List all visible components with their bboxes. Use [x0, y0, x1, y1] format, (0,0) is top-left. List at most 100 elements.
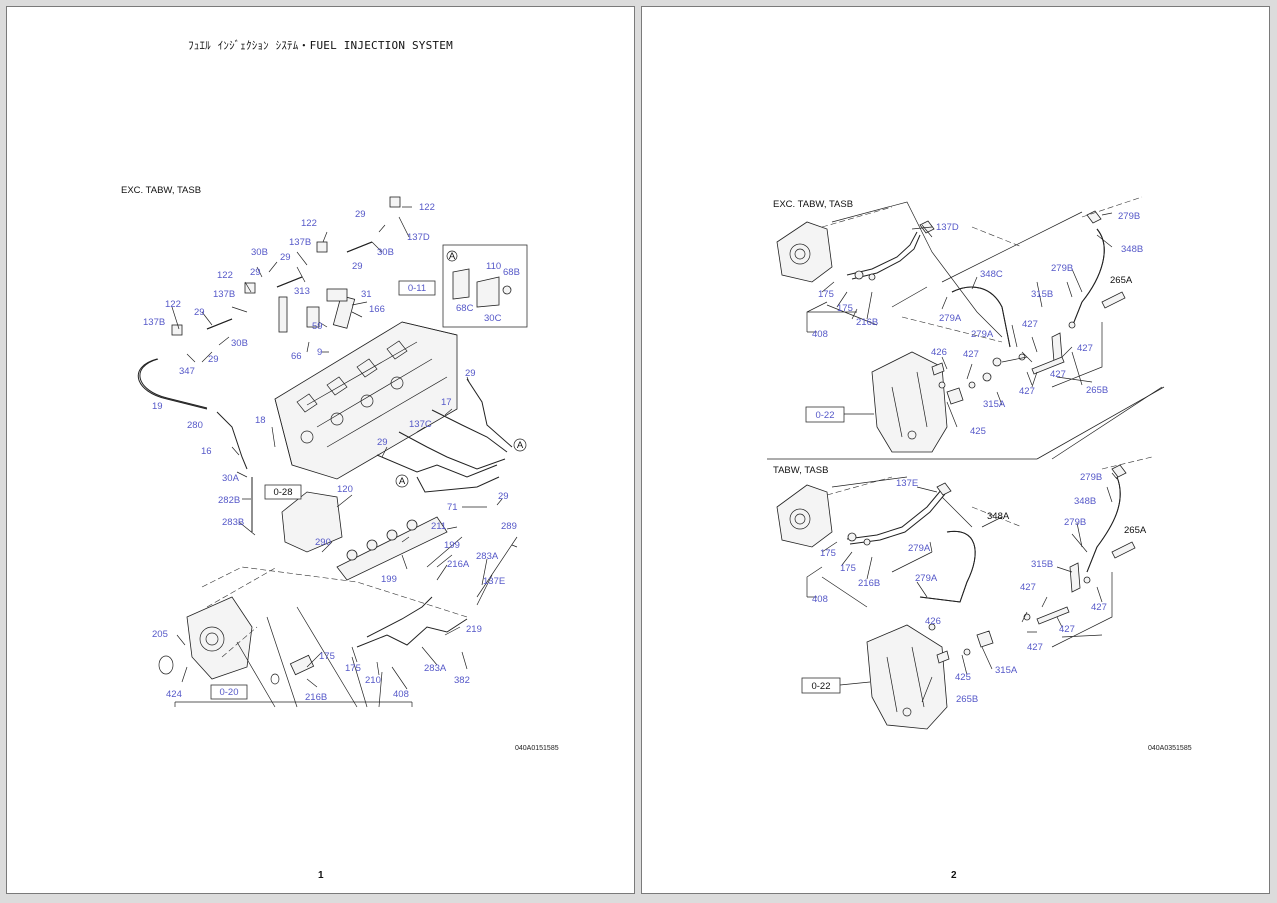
part-label: 283A — [424, 663, 447, 674]
part-label: 19 — [152, 401, 163, 412]
part-label: 265B — [1086, 385, 1108, 396]
part-label: 265A — [1124, 525, 1147, 536]
part-label: 425 — [970, 426, 986, 437]
part-label: 137D — [407, 232, 430, 243]
part-label: 283B — [222, 517, 244, 528]
part-label: 348C — [980, 269, 1003, 280]
part-label: 315A — [995, 665, 1018, 676]
part-label: 348B — [1121, 244, 1143, 255]
detail-marker: A — [449, 251, 456, 262]
part-labels: 122 137D 29 30B 122 137B 29 30B 29 313 1… — [143, 202, 520, 703]
part-label: 68B — [503, 267, 520, 278]
variant-label-a: EXC. TABW, TASB — [773, 199, 854, 210]
part-label: 30B — [377, 247, 394, 258]
part-label: 30C — [484, 313, 502, 324]
part-label: 313 — [294, 286, 310, 297]
part-label: 68C — [456, 303, 474, 314]
part-label: 427 — [1050, 369, 1066, 380]
section-b-refs: 0-22 — [801, 677, 871, 694]
part-label: 279B — [1118, 211, 1140, 222]
part-label: 29 — [208, 354, 219, 365]
part-label: 175 — [840, 563, 856, 574]
svg-text:A: A — [517, 440, 524, 451]
part-label: 18 — [255, 415, 266, 426]
part-label: 427 — [963, 349, 979, 360]
part-label: 426 — [931, 347, 947, 358]
part-label: 199 — [444, 540, 460, 551]
part-label: 29 — [194, 307, 205, 318]
part-label: 29 — [352, 261, 363, 272]
ref-box: 0-22 — [811, 681, 830, 692]
part-label: 279A — [908, 543, 931, 554]
page-2: EXC. TABW, TASB TABW, TASB — [641, 6, 1270, 894]
reference-boxes: 0-11 0-28 0-20 — [210, 280, 436, 700]
part-label: 279B — [1051, 263, 1073, 274]
part-label: 427 — [1022, 319, 1038, 330]
page-number: 2 — [951, 870, 957, 881]
part-label: 427 — [1020, 582, 1036, 593]
section-b-drawing — [776, 464, 1136, 730]
part-label: 408 — [812, 329, 828, 340]
part-label: 290 — [315, 537, 331, 548]
part-label: 205 — [152, 629, 168, 640]
leader-lines — [171, 206, 518, 708]
part-label: 16 — [201, 446, 212, 457]
part-label: 219 — [466, 624, 482, 635]
part-label: 30B — [231, 338, 248, 349]
part-label: 279B — [1064, 517, 1086, 528]
part-label: 175 — [837, 303, 853, 314]
section-b-labels: 137E 279B 348B 348A 279B 265A 175 279A 1… — [812, 472, 1147, 705]
part-label: 424 — [166, 689, 182, 700]
part-label: 199 — [381, 574, 397, 585]
part-label: 29 — [498, 491, 509, 502]
svg-text:A: A — [399, 476, 406, 487]
part-label: 315B — [1031, 559, 1053, 570]
page-number: 1 — [318, 870, 324, 881]
section-b-leaders — [806, 456, 1153, 703]
part-label: 210 — [365, 675, 381, 686]
part-label: 216A — [447, 559, 470, 570]
part-label: 175 — [820, 548, 836, 559]
part-label: 216B — [856, 317, 878, 328]
part-label: 279A — [915, 573, 938, 584]
part-label: 137E — [483, 576, 505, 587]
part-label: 29 — [250, 267, 261, 278]
common-rail-and-pump — [158, 491, 468, 685]
part-label: 120 — [337, 484, 353, 495]
section-markers: A A — [395, 438, 527, 488]
part-label: 347 — [179, 366, 195, 377]
part-label: 9 — [317, 347, 322, 358]
part-label: 66 — [291, 351, 302, 362]
ref-box: 0-20 — [219, 687, 238, 698]
part-label: 216B — [858, 578, 880, 589]
part-label: 425 — [955, 672, 971, 683]
part-label: 30B — [251, 247, 268, 258]
part-label: 175 — [319, 651, 335, 662]
part-label: 282B — [218, 495, 240, 506]
part-label: 280 — [187, 420, 203, 431]
part-label: 122 — [165, 299, 181, 310]
variant-label-b: TABW, TASB — [773, 465, 829, 476]
part-label: 265B — [956, 694, 978, 705]
part-label: 265A — [1110, 275, 1133, 286]
part-label: 315B — [1031, 289, 1053, 300]
part-label: 29 — [280, 252, 291, 263]
part-label: 110 — [486, 261, 501, 272]
part-label: 427 — [1019, 386, 1035, 397]
part-label: 137C — [409, 419, 432, 430]
part-label: 166 — [369, 304, 385, 315]
part-label: 17 — [441, 397, 452, 408]
part-label: 279A — [971, 329, 994, 340]
part-label: 137B — [289, 237, 311, 248]
part-label: 315A — [983, 399, 1006, 410]
part-label: 408 — [812, 594, 828, 605]
part-label: 122 — [419, 202, 435, 213]
section-a-refs: 0-22 — [805, 406, 874, 423]
part-label: 59 — [312, 321, 323, 332]
figure-code: 040A0351585 — [1148, 745, 1192, 752]
part-label: 427 — [1077, 343, 1093, 354]
exploded-parts-diagram-2: 0-22 137D 279B 348B 348C 279B 265A 315B … — [767, 196, 1165, 730]
section-a-leaders — [806, 196, 1163, 460]
part-label: 427 — [1091, 602, 1107, 613]
part-label: 31 — [361, 289, 372, 300]
